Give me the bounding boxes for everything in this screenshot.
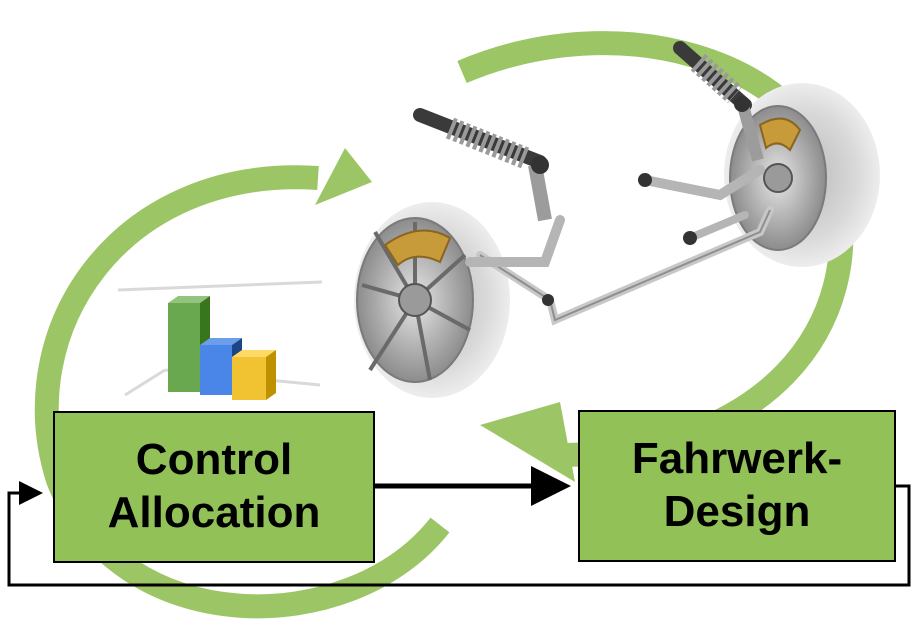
fahrwerk-design-box: Fahrwerk- Design bbox=[578, 410, 896, 562]
fahrwerk-design-label-line1: Fahrwerk- bbox=[631, 434, 843, 484]
control-allocation-box: Control Allocation bbox=[53, 411, 375, 563]
flow-arrows bbox=[7, 466, 911, 587]
feedback-loop bbox=[7, 481, 911, 587]
cycle-arrowhead-left bbox=[315, 148, 372, 205]
fahrwerk-design-label-line2: Design bbox=[663, 487, 811, 536]
bar-chart-icon bbox=[117, 280, 323, 400]
cycle-arrowhead-upper bbox=[480, 402, 575, 482]
control-allocation-label-line2: Allocation bbox=[107, 488, 321, 537]
control-allocation-label-line1: Control bbox=[135, 435, 293, 485]
suspension-illustration bbox=[354, 41, 880, 398]
